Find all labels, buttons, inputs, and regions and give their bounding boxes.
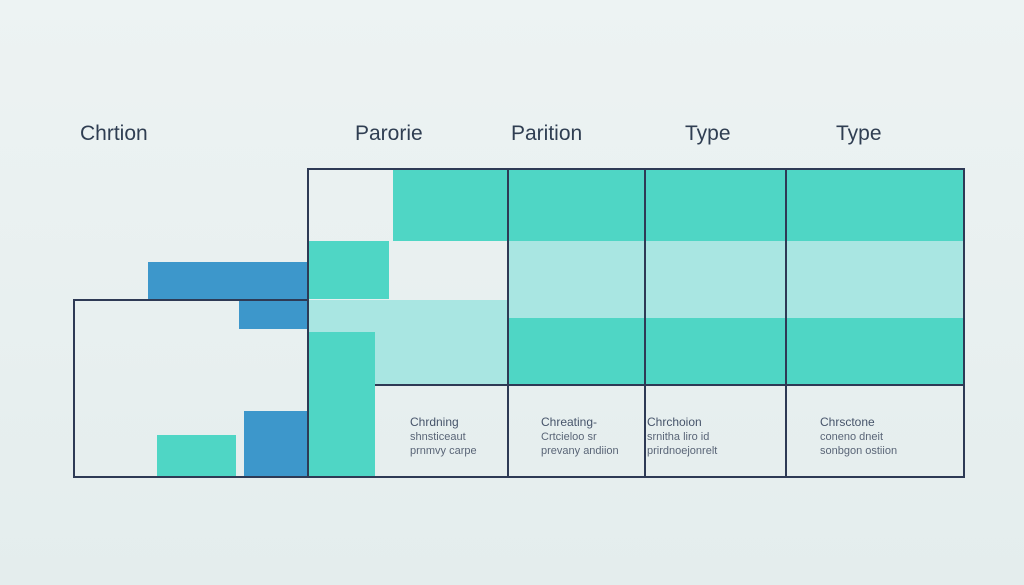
cell-line: prirdnoejonrelt — [647, 445, 718, 457]
grid-line-v-0 — [73, 299, 75, 478]
cell-title: Chrchoion — [647, 415, 702, 429]
col2-block-b — [309, 300, 508, 332]
top-row-band — [393, 169, 964, 241]
cell-line: shnsticeaut — [410, 431, 466, 443]
left-teal-bar-bottom — [157, 435, 236, 477]
left-blue-bar-top — [148, 262, 307, 299]
cell-text-col-4: Chrchoion srnitha liro id prirdnoejonrel… — [647, 415, 717, 458]
left-blue-bar-bottom — [244, 411, 307, 477]
header-col-1: Chrtion — [80, 122, 148, 145]
cell-line: prnmvy carpe — [410, 445, 477, 457]
cell-text-col-3: Chreating- Crtcieloo sr prevany andiion — [541, 415, 619, 458]
grid-line-top — [308, 168, 965, 170]
left-blue-bar-mid — [239, 300, 307, 329]
grid-line-mid — [375, 384, 965, 386]
cell-text-col-5: Chrsctone coneno dneit sonbgon ostiion — [820, 415, 897, 458]
cell-title: Chreating- — [541, 415, 598, 429]
cell-line: sonbgon ostiion — [820, 445, 898, 457]
cell-title: Chrsctone — [820, 415, 875, 429]
col2-block-c — [375, 332, 508, 385]
cell-line: srnitha liro id — [647, 431, 710, 443]
grid-line-v-2 — [507, 168, 509, 478]
cell-line: prevany andiion — [541, 445, 619, 457]
header-col-5: Type — [836, 122, 882, 145]
col2-tall-block — [309, 332, 375, 477]
cell-title: Chrdning — [410, 415, 459, 429]
grid-line-v-1 — [307, 168, 309, 478]
grid-line-v-3 — [644, 168, 646, 478]
col2-block-a — [309, 241, 389, 299]
grid-line-v-4 — [785, 168, 787, 478]
grid-line-left-box-top — [73, 299, 309, 301]
header-col-2: Parorie — [355, 122, 423, 145]
header-col-4: Type — [685, 122, 731, 145]
cell-line: coneno dneit — [820, 431, 883, 443]
lower-row-band — [509, 318, 964, 385]
cell-line: Crtcieloo sr — [541, 431, 597, 443]
grid-line-v-5 — [963, 168, 965, 478]
grid-line-bottom — [73, 476, 965, 478]
cell-text-col-2: Chrdning shnsticeaut prnmvy carpe — [410, 415, 477, 458]
header-col-3: Parition — [511, 122, 583, 145]
middle-soft-band — [509, 241, 964, 318]
